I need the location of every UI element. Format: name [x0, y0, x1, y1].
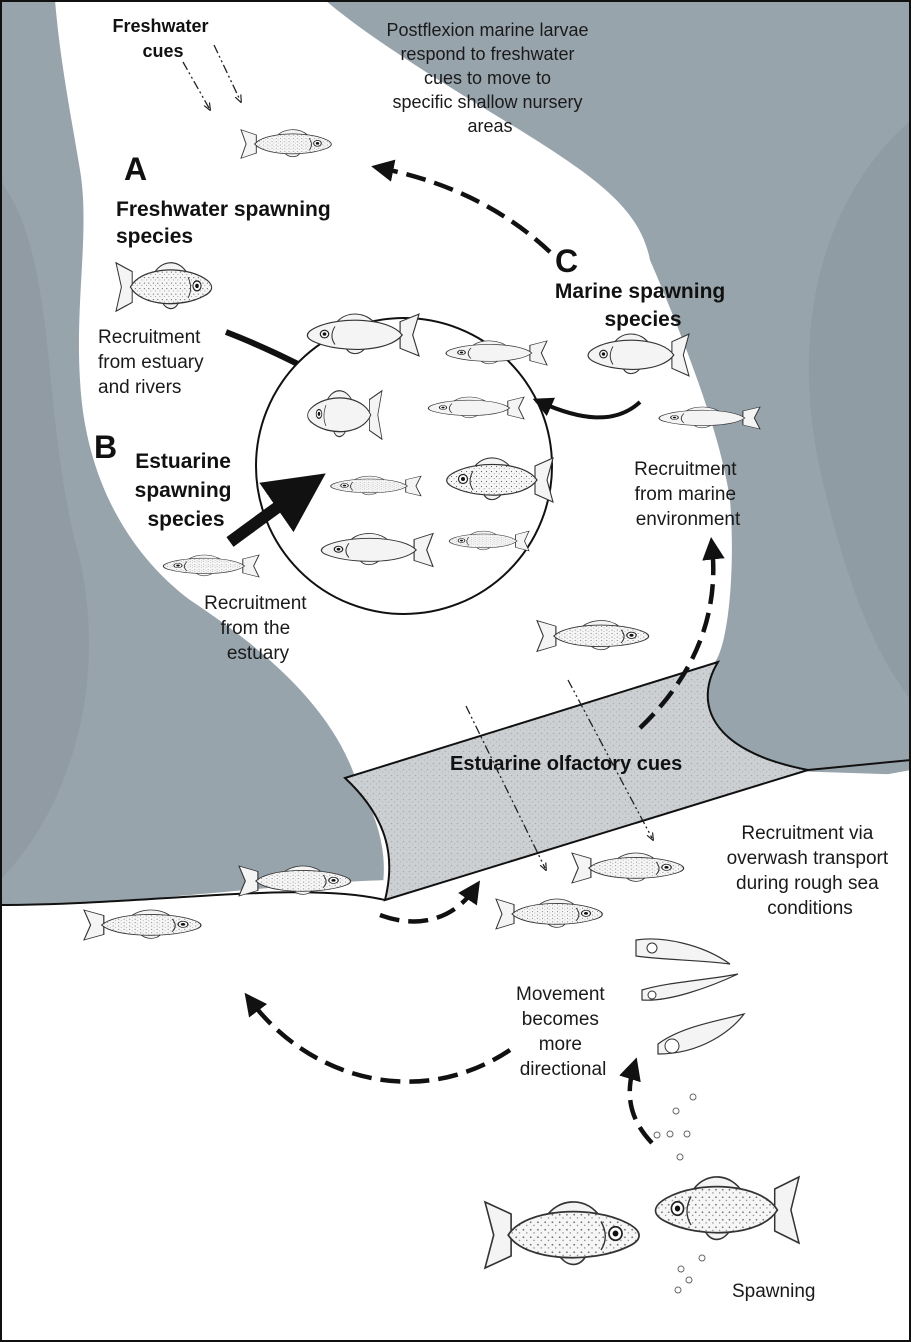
letter-c: C	[555, 243, 578, 279]
recruit-marine-label: Recruitment from marine environment	[634, 459, 742, 530]
letter-b: B	[94, 429, 117, 465]
letter-a: A	[124, 151, 147, 187]
spawning-label: Spawning	[732, 1281, 815, 1302]
olfactory-cues-label: Estuarine olfactory cues	[450, 753, 682, 775]
estuarine-species-label: Estuarine spawning species	[135, 450, 238, 531]
